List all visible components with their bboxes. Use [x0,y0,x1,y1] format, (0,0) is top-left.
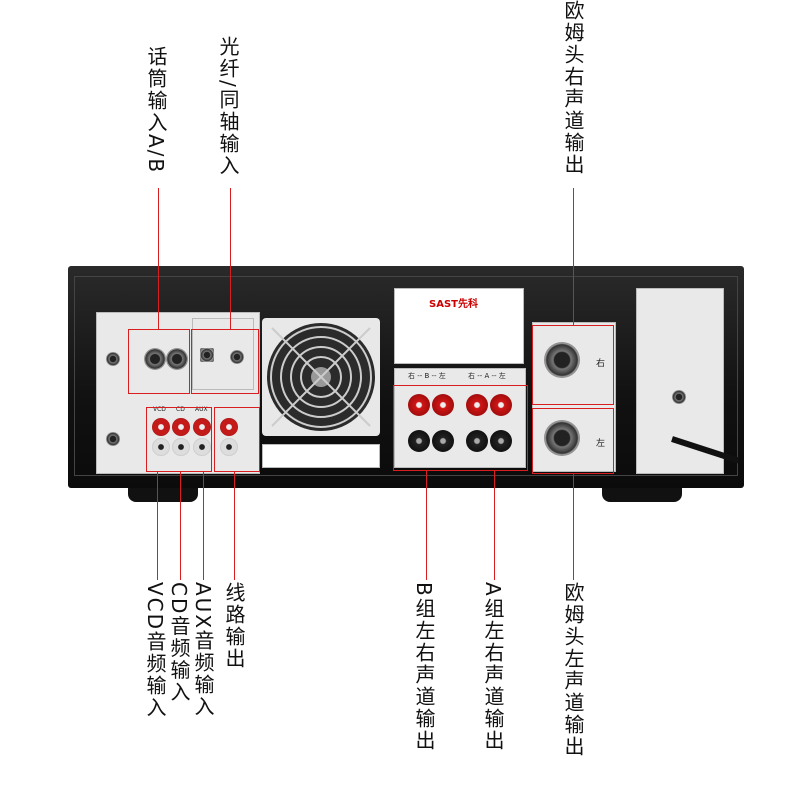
label-aux-input: AUX音频输入 [191,582,215,719]
b-right-negative[interactable] [408,430,430,452]
b-group-tag: 右 -- B -- 左 [408,372,446,380]
highlight-line-output [214,407,260,472]
speakon-left-jack[interactable] [544,420,580,456]
coax-jack[interactable] [230,350,244,364]
line-speakon-right [573,188,574,325]
a-left-positive[interactable] [490,394,512,416]
label-line-output: 线路输出 [222,582,246,670]
line-group-a [494,471,495,580]
line-mic-input [158,188,159,329]
mic-jack-a[interactable] [144,348,166,370]
cooling-fan [262,318,380,436]
b-left-positive[interactable] [432,394,454,416]
aux-rca-l[interactable] [193,438,211,456]
vcd-rca-r[interactable] [152,418,170,436]
label-cd-input: CD音频输入 [167,582,191,704]
line-aux [203,472,204,580]
a-group-tag: 右 -- A -- 左 [468,372,506,380]
cd-rca-l[interactable] [172,438,190,456]
mic-jack-b[interactable] [166,348,188,370]
highlight-digital-input [191,329,259,394]
a-right-negative[interactable] [466,430,488,452]
highlight-speakon-left [532,408,614,474]
volume-knob-top[interactable] [106,352,120,366]
cd-rca-r[interactable] [172,418,190,436]
line-cd [180,472,181,580]
highlight-mic-input [128,329,190,394]
line-vcd [157,472,158,580]
line-out-rca-r[interactable] [220,418,238,436]
aux-rca-r[interactable] [193,418,211,436]
fan-grille-icon [267,323,375,431]
label-optical-coax-input: 光纤/同轴输入 [216,36,240,177]
a-right-positive[interactable] [466,394,488,416]
label-speakon-left-output: 欧姆头左声道输出 [561,582,585,758]
highlight-terminals [393,385,528,471]
label-speakon-right-output: 欧姆头右声道输出 [561,0,585,176]
power-panel [636,288,724,474]
nameplate: SAST先科 [394,288,524,364]
line-optical-coax [230,188,231,329]
b-left-negative[interactable] [432,430,454,452]
cd-tag: CD [176,406,185,413]
line-out-rca-l[interactable] [220,438,238,456]
vcd-tag: VCD [153,406,166,413]
line-line-output [234,472,235,580]
vcd-rca-l[interactable] [152,438,170,456]
volume-knob-bottom[interactable] [106,432,120,446]
highlight-rca-inputs [146,407,212,472]
a-left-negative[interactable] [490,430,512,452]
foot-left [128,488,198,502]
foot-right [602,488,682,502]
optical-jack[interactable] [200,348,214,362]
aux-tag: AUX [195,406,208,413]
warning-panel [262,444,380,468]
fuse-holder[interactable] [672,390,686,404]
panel-bezel [74,276,738,476]
speakon-right-tag: 右 [596,359,606,369]
label-vcd-input: VCD音频输入 [143,582,167,720]
line-speakon-left [573,474,574,580]
speakon-left-tag: 左 [596,439,606,449]
brand-logo: SAST先科 [429,299,478,310]
amplifier-rear-panel: VCD CD AUX SAST先科 右 -- B -- 左 右 -- A -- … [68,266,744,488]
line-group-b [426,471,427,580]
label-group-a-output: A组左右声道输出 [481,582,505,752]
speakon-right-jack[interactable] [544,342,580,378]
highlight-speakon-right [532,325,614,405]
label-group-b-output: B组左右声道输出 [412,582,436,752]
b-right-positive[interactable] [408,394,430,416]
label-mic-input: 话筒输入A/B [144,46,168,175]
